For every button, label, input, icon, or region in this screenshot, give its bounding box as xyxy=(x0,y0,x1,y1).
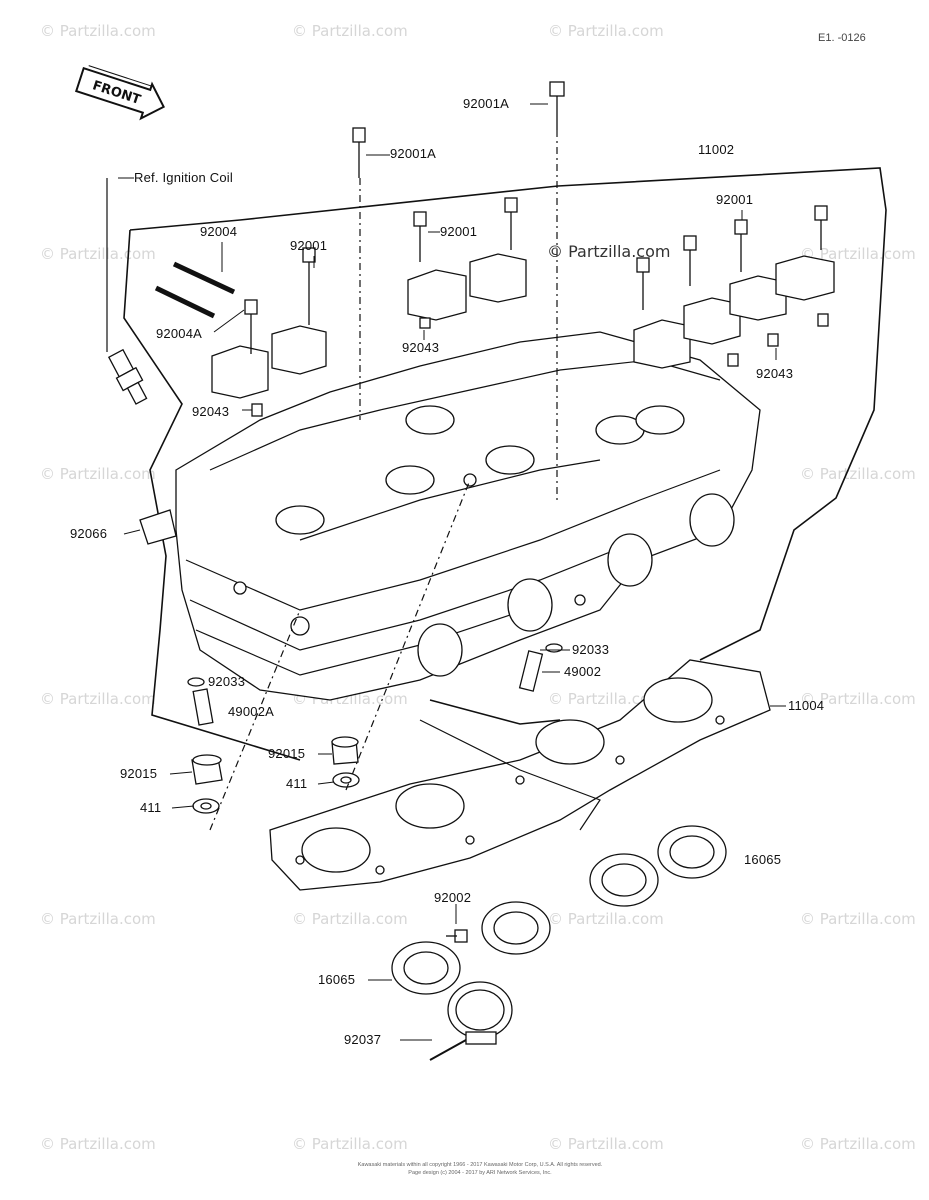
callout-11004: 11004 xyxy=(788,698,825,713)
callout-92043-right: 92043 xyxy=(756,366,794,381)
callout-411-center: 411 xyxy=(286,776,308,791)
watermark: © Partzilla.com xyxy=(40,1135,156,1153)
center-watermark: © Partzilla.com xyxy=(547,242,671,261)
page-code: E1. -0126 xyxy=(818,32,866,44)
callout-92001a-mid: 92001A xyxy=(390,146,437,161)
circlip-icon xyxy=(187,677,205,687)
watermark: © Partzilla.com xyxy=(800,910,916,928)
watermark: © Partzilla.com xyxy=(800,465,916,483)
dowel-pin-icon xyxy=(817,313,829,327)
watermark: © Partzilla.com xyxy=(800,690,916,708)
callout-92037: 92037 xyxy=(344,1032,382,1047)
callout-92001-center: 92001 xyxy=(440,224,478,239)
hose-clamp-icon xyxy=(429,981,513,1061)
callout-16065-right: 16065 xyxy=(744,852,782,867)
copyright-line: Page design (c) 2004 - 2017 by ARI Netwo… xyxy=(408,1170,552,1176)
callout-92033-left: 92033 xyxy=(208,674,246,689)
dowel-pin-icon xyxy=(419,317,431,329)
watermark: © Partzilla.com xyxy=(548,910,664,928)
callout-92033-right: 92033 xyxy=(572,642,610,657)
watermark: © Partzilla.com xyxy=(800,1135,916,1153)
callout-92015-center: 92015 xyxy=(268,746,306,761)
camshaft-cap-icon xyxy=(211,253,835,399)
stud-icon xyxy=(172,261,236,295)
stud-icon xyxy=(154,285,216,319)
callout-92015-left: 92015 xyxy=(120,766,158,781)
dowel-pin-icon xyxy=(727,353,739,367)
callout-49002a: 49002A xyxy=(228,704,275,719)
dowel-pin-icon xyxy=(251,403,263,417)
valve-guide-icon xyxy=(518,650,544,692)
callout-92001-right: 92001 xyxy=(716,192,754,207)
valve-guide-icon xyxy=(192,688,214,726)
callout-92004: 92004 xyxy=(200,224,238,239)
watermark: © Partzilla.com xyxy=(40,245,156,263)
circlip-icon xyxy=(545,643,563,653)
watermark: © Partzilla.com xyxy=(40,910,156,928)
watermark: © Partzilla.com xyxy=(292,910,408,928)
front-arrow-icon: FRONT xyxy=(74,65,165,121)
callout-92001-left: 92001 xyxy=(290,238,328,253)
watermark: © Partzilla.com xyxy=(800,245,916,263)
watermark: © Partzilla.com xyxy=(548,22,664,40)
callout-ref-ignition-coil: Ref. Ignition Coil xyxy=(134,170,233,185)
callout-11002: 11002 xyxy=(698,142,735,157)
cylinder-head-icon xyxy=(175,331,761,701)
watermark: © Partzilla.com xyxy=(548,1135,664,1153)
callout-92043-center: 92043 xyxy=(402,340,440,355)
carburetor-holder-icon xyxy=(391,825,727,995)
watermark: © Partzilla.com xyxy=(292,1135,408,1153)
watermark: © Partzilla.com xyxy=(548,690,664,708)
bolt-icon xyxy=(244,81,828,943)
watermark: © Partzilla.com xyxy=(40,465,156,483)
callout-92001a-top: 92001A xyxy=(463,96,510,111)
head-gasket-icon xyxy=(269,659,771,891)
watermark: © Partzilla.com xyxy=(292,22,408,40)
callout-92043-left: 92043 xyxy=(192,404,230,419)
callout-16065-left: 16065 xyxy=(318,972,356,987)
head-assembly-outline xyxy=(129,167,887,661)
watermark: © Partzilla.com xyxy=(40,690,156,708)
copyright-line: Kawasaki materials within all copyright … xyxy=(357,1162,603,1168)
spark-plug-icon xyxy=(107,348,148,405)
callout-92002: 92002 xyxy=(434,890,472,905)
callout-92004a: 92004A xyxy=(156,326,203,341)
callout-49002: 49002 xyxy=(564,664,602,679)
bracket-icon xyxy=(139,509,177,545)
callout-92066: 92066 xyxy=(70,526,108,541)
watermark: © Partzilla.com xyxy=(40,22,156,40)
callout-411-left: 411 xyxy=(140,800,162,815)
dowel-pin-icon xyxy=(767,333,779,347)
